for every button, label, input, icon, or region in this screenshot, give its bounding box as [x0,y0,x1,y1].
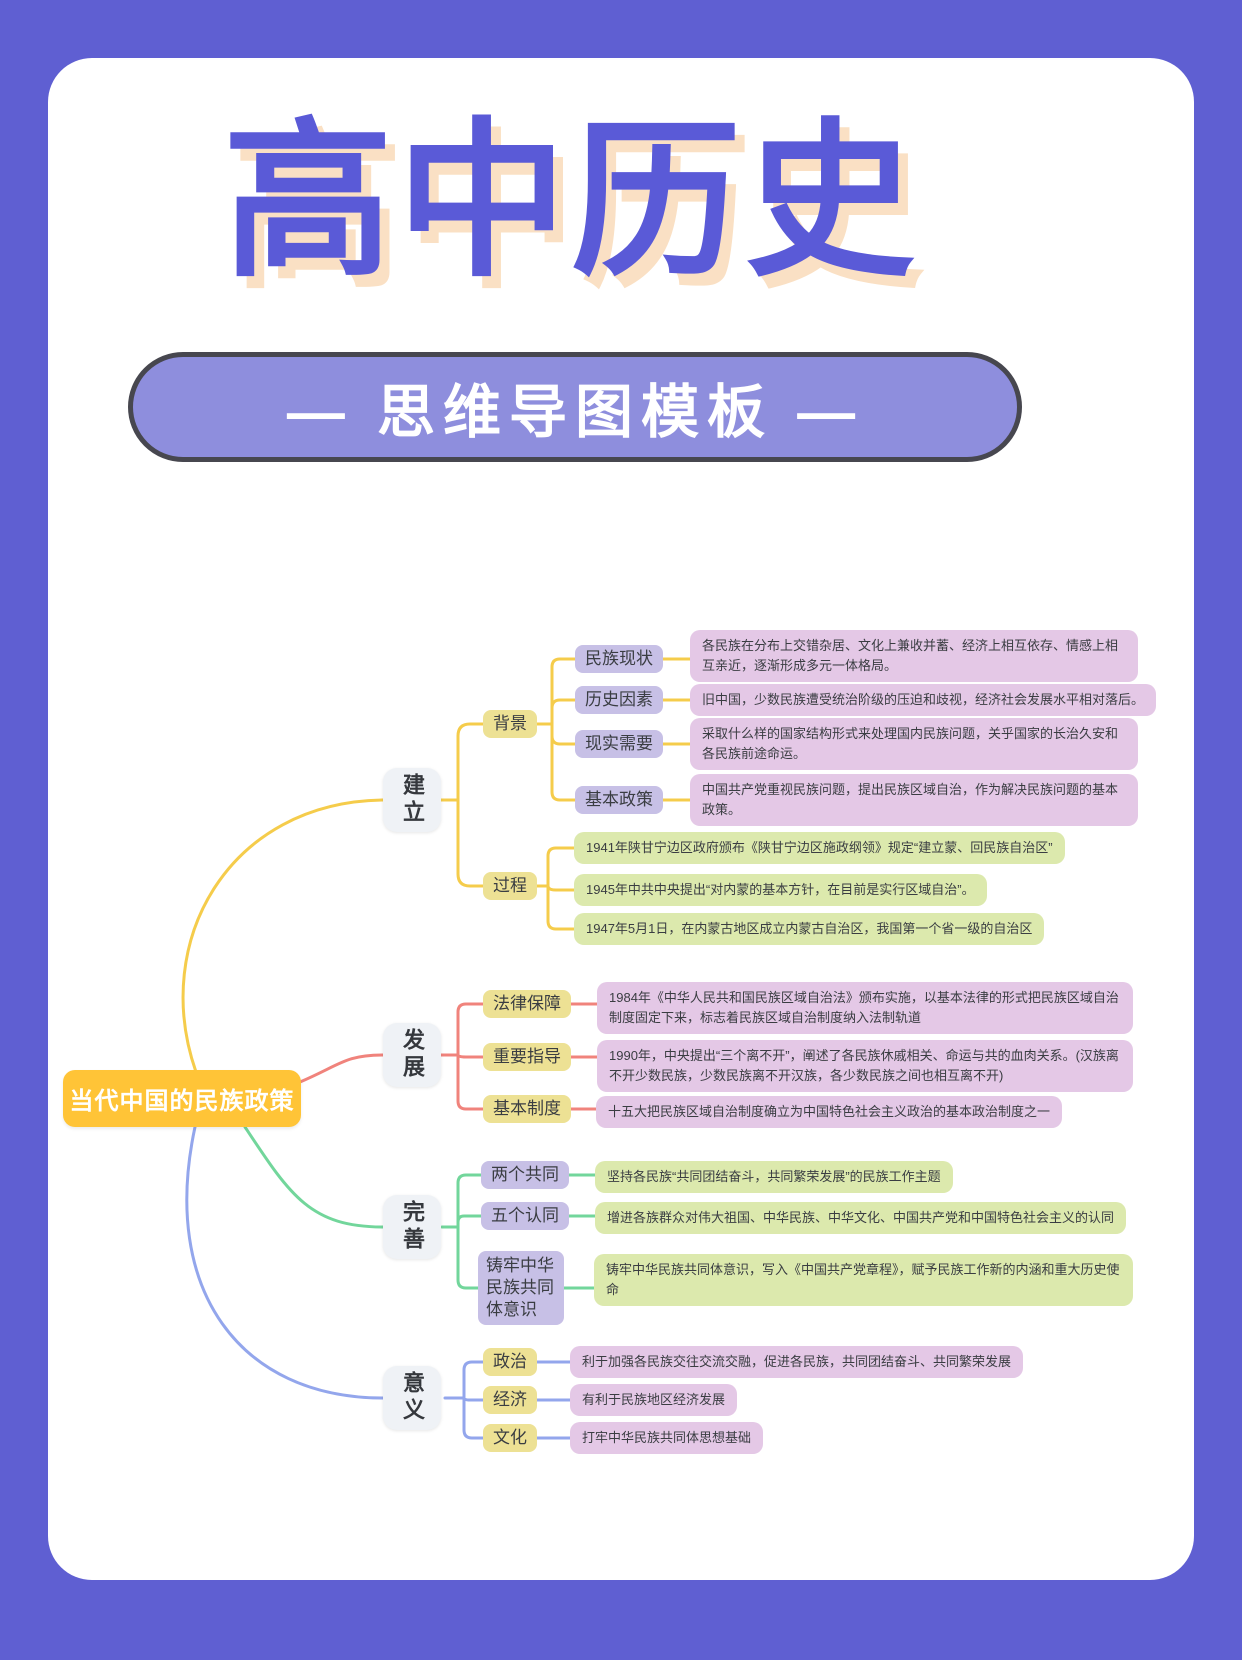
leaf-basic-policy: 基本政策 [575,786,663,814]
label-basic-system: 基本制度 [483,1095,571,1123]
branch-develop: 发展 [383,1023,441,1087]
content-basic-system: 十五大把民族区域自治制度确立为中国特色社会主义政治的基本政治制度之一 [596,1096,1063,1128]
label-economic: 经济 [483,1386,537,1414]
label-two-commons: 两个共同 [481,1161,569,1189]
leaf-historical-factor: 历史因素 [575,686,663,714]
branch-establish: 建立 [383,768,441,832]
label-five-identifications: 五个认同 [481,1202,569,1230]
content-important-guidance: 1990年，中央提出“三个离不开”，阐述了各民族休戚相关、命运与共的血肉关系。(… [597,1040,1133,1092]
label-cultural: 文化 [483,1424,537,1452]
content-political: 利于加强各民族交往交流交融，促进各民族，共同团结奋斗、共同繁荣发展 [570,1346,1024,1378]
subtitle-text: — 思维导图模板 — [286,380,864,445]
leaf-practical-need: 现实需要 [575,730,663,758]
branch-improve: 完善 [383,1195,441,1259]
label-political: 政治 [483,1348,537,1376]
label-community-consciousness: 铸牢中华民族共同体意识 [478,1251,564,1325]
label-important-guidance: 重要指导 [483,1043,571,1071]
page-title: 高中历史 [222,107,919,297]
leaf-ethnic-status: 民族现状 [575,645,663,673]
content-process-1947: 1947年5月1日，在内蒙古地区成立内蒙古自治区，我国第一个省一级的自治区 [574,913,1045,945]
content-two-commons: 坚持各民族“共同团结奋斗，共同繁荣发展”的民族工作主题 [595,1161,953,1193]
branch-significance: 意义 [383,1366,441,1430]
label-background: 背景 [483,710,537,738]
content-process-1941: 1941年陕甘宁边区政府颁布《陕甘宁边区施政纲领》规定“建立蒙、回民族自治区” [574,832,1065,864]
content-cultural: 打牢中华民族共同体思想基础 [570,1422,764,1454]
label-process: 过程 [483,872,537,900]
branch-significance-lines [185,1125,572,1440]
content-practical-need: 采取什么样的国家结构形式来处理国内民族问题，关乎国家的长治久安和各民族前途命运。 [690,718,1138,770]
content-historical-factor: 旧中国，少数民族遭受统治阶级的压迫和歧视，经济社会发展水平相对落后。 [690,684,1157,716]
branch-improve-lines [243,1125,597,1290]
content-process-1945: 1945年中共中央提出“对内蒙的基本方针，在目前是实行区域自治”。 [574,874,987,906]
content-five-identifications: 增进各族群众对伟大祖国、中华民族、中华文化、中国共产党和中国特色社会主义的认同 [595,1202,1127,1234]
content-community-consciousness: 铸牢中华民族共同体意识，写入《中国共产党章程》，赋予民族工作新的内涵和重大历史使… [594,1254,1133,1306]
content-basic-policy: 中国共产党重视民族问题，提出民族区域自治，作为解决民族问题的基本政策。 [690,774,1138,826]
content-legal-guarantee: 1984年《中华人民共和国民族区域自治法》颁布实施，以基本法律的形式把民族区域自… [597,982,1133,1034]
content-ethnic-status: 各民族在分布上交错杂居、文化上兼收并蓄、经济上相互依存、情感上相互亲近，逐渐形成… [690,630,1138,682]
content-economic: 有利于民族地区经济发展 [570,1384,738,1416]
subtitle-banner: — 思维导图模板 — [128,352,1022,462]
root-node: 当代中国的民族政策 [63,1070,301,1127]
label-legal-guarantee: 法律保障 [483,990,571,1018]
